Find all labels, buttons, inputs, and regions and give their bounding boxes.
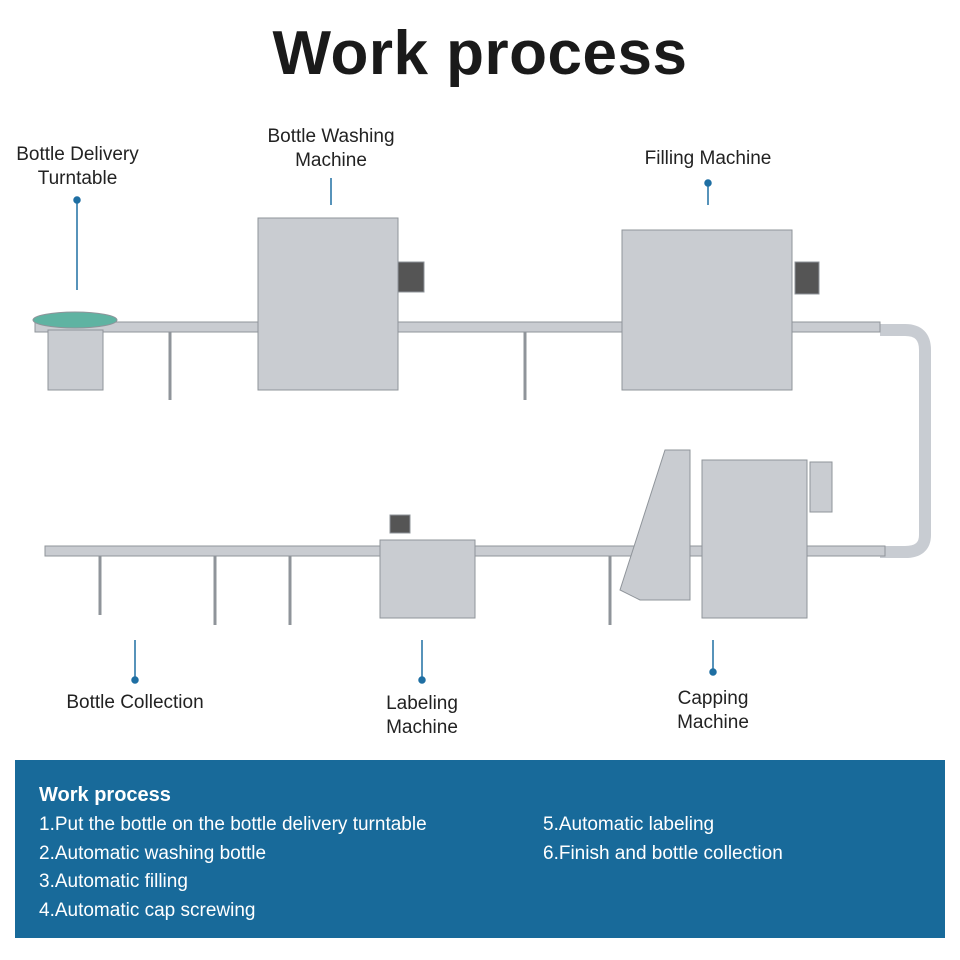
step-item: 5.Automatic labeling bbox=[543, 814, 715, 835]
label-line: Machine bbox=[677, 712, 749, 733]
filling-machine bbox=[621, 229, 793, 391]
step-item: 4.Automatic cap screwing bbox=[39, 900, 256, 921]
washing-control-panel bbox=[397, 261, 425, 293]
step-item: 6.Finish and bottle collection bbox=[543, 843, 783, 864]
production-line-illustration bbox=[32, 178, 931, 684]
filling-control-panel bbox=[794, 261, 820, 295]
work-process-panel: Work process 1.Put the bottle on the bot… bbox=[15, 760, 945, 938]
label-line: Bottle Collection bbox=[66, 692, 204, 713]
step-item: 2.Automatic washing bottle bbox=[39, 843, 267, 864]
labeling-control-panel bbox=[389, 514, 411, 534]
panel-heading: Work process bbox=[39, 784, 171, 806]
upper-conveyor bbox=[34, 321, 881, 333]
step-item: 1.Put the bottle on the bottle delivery … bbox=[39, 814, 427, 835]
page-title: Work process bbox=[272, 19, 688, 88]
label-line: Turntable bbox=[37, 168, 118, 189]
label-line: Bottle Delivery bbox=[16, 144, 139, 165]
labeling-machine bbox=[379, 539, 476, 619]
return-conveyor bbox=[880, 324, 931, 558]
turntable-base bbox=[47, 329, 104, 391]
label-line: Labeling bbox=[386, 693, 458, 714]
label-line: Machine bbox=[386, 717, 458, 738]
washing-machine bbox=[257, 217, 399, 391]
label-filling: Filling Machine bbox=[618, 147, 798, 171]
capping-control-panel bbox=[809, 461, 833, 513]
label-line: Filling Machine bbox=[644, 148, 772, 169]
label-line: Bottle Washing bbox=[267, 126, 395, 147]
label-line: Capping bbox=[677, 688, 749, 709]
turntable-machine bbox=[32, 311, 118, 329]
step-item: 3.Automatic filling bbox=[39, 871, 188, 892]
label-line: Machine bbox=[295, 150, 367, 171]
cap-feeder bbox=[619, 449, 691, 601]
capping-machine bbox=[701, 459, 808, 619]
label-collection: Bottle Collection bbox=[45, 691, 225, 715]
